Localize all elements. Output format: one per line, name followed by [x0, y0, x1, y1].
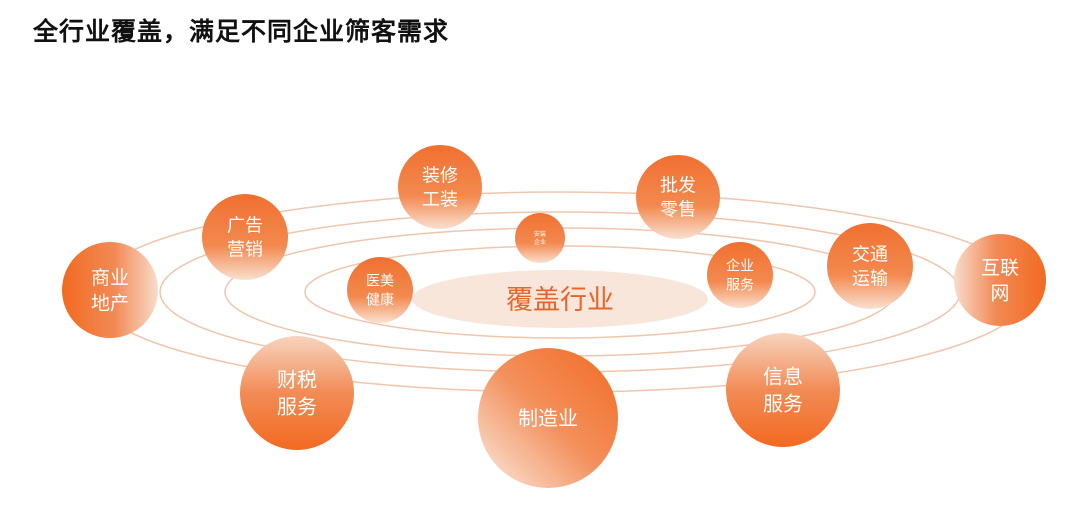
- industry-label: 互联: [981, 257, 1019, 279]
- industry-circle: [398, 145, 482, 229]
- industry-label: 商业: [91, 267, 129, 289]
- industry-label: 企业: [534, 238, 546, 246]
- industry-label: 交通: [852, 244, 888, 265]
- industry-circle: [827, 223, 913, 309]
- page-title: 全行业覆盖，满足不同企业筛客需求: [33, 17, 450, 46]
- industry-label: 制造业: [518, 406, 578, 430]
- industry-label: 服务: [726, 277, 754, 293]
- industry-circle: [62, 242, 158, 338]
- industry-label: 工装: [422, 190, 458, 211]
- industry-label: 医美: [366, 274, 394, 290]
- industry-label: 营销: [227, 240, 263, 261]
- industry-circle: [240, 336, 354, 450]
- center-ellipse: [412, 270, 708, 328]
- industry-circle: [515, 213, 565, 263]
- center-label: 覆盖行业: [506, 285, 614, 316]
- industry-label: 安装: [534, 230, 546, 238]
- industry-label: 信息: [763, 365, 803, 389]
- industry-node: 制造业: [478, 348, 618, 488]
- industry-circle: [954, 234, 1046, 326]
- industry-label: 健康: [366, 291, 394, 308]
- industry-label: 零售: [660, 200, 696, 221]
- industry-label: 财税: [277, 368, 317, 392]
- industry-label: 企业: [726, 258, 754, 275]
- industry-label: 运输: [852, 269, 888, 290]
- industry-label: 装修: [422, 165, 458, 186]
- industry-label: 批发: [660, 175, 696, 196]
- industry-label: 广告: [227, 215, 263, 236]
- industry-circle: [707, 242, 773, 308]
- industry-circle: [347, 257, 413, 323]
- industry-label: 网: [990, 283, 1009, 305]
- industry-node: 互联网: [954, 234, 1046, 326]
- industry-label: 地产: [91, 293, 129, 315]
- industry-circle: [636, 155, 720, 239]
- industry-circle: [202, 194, 288, 280]
- industry-label: 服务: [763, 392, 803, 416]
- industry-circle: [478, 348, 618, 488]
- industry-label: 服务: [277, 395, 317, 419]
- industry-circle: [726, 333, 840, 447]
